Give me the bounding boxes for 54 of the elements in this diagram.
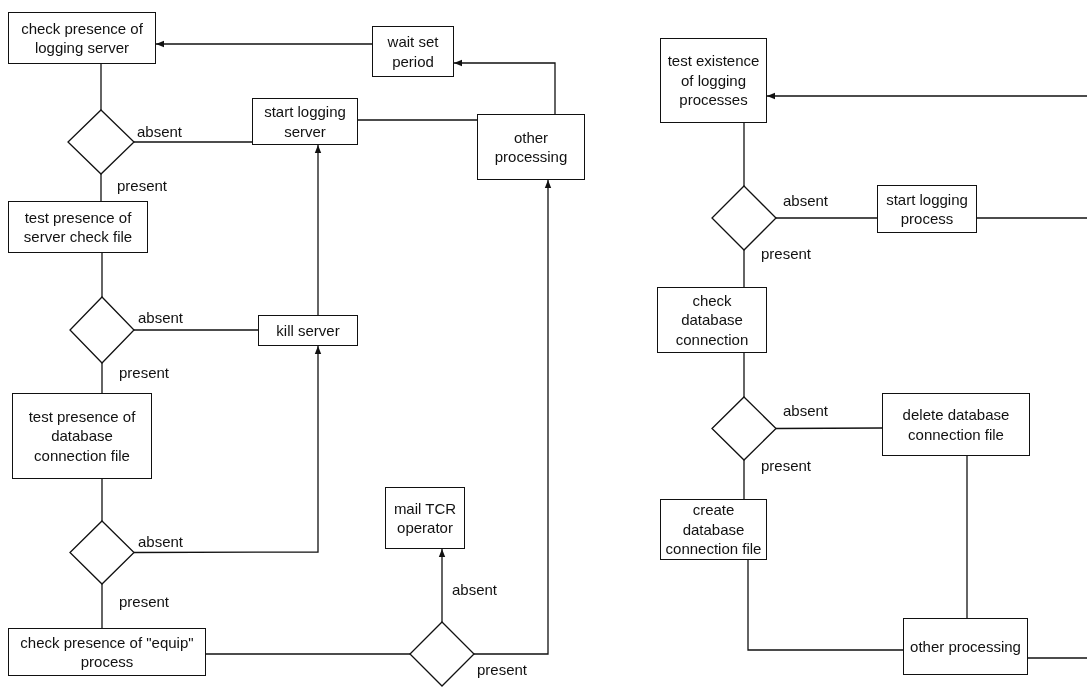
connector-line: [101, 252, 103, 298]
connector-line: [1027, 657, 1087, 659]
edge-label: present: [476, 662, 529, 679]
decision-diamond: [712, 186, 776, 250]
process-box: start logging process: [877, 185, 977, 233]
connector-line: [133, 329, 259, 331]
arrow: [473, 179, 552, 655]
connector-line: [743, 249, 745, 288]
process-box: kill server: [258, 315, 358, 346]
connector-line: [747, 559, 904, 651]
connector-line: [743, 122, 745, 187]
connector-line: [205, 653, 411, 655]
arrow: [453, 59, 556, 115]
arrow: [766, 92, 1087, 100]
connector-line: [100, 63, 102, 111]
connector-line: [775, 427, 883, 430]
edge-label: present: [760, 458, 813, 475]
process-box: wait set period: [372, 26, 454, 77]
process-box: test existence of logging processes: [660, 38, 767, 123]
connector-line: [775, 217, 878, 219]
connector-line: [101, 583, 103, 629]
edge-label: present: [116, 178, 169, 195]
edge-label: present: [118, 594, 171, 611]
connector-line: [966, 455, 968, 619]
process-box: mail TCR operator: [385, 487, 465, 549]
process-box: check database connection: [657, 287, 767, 353]
connector-line: [357, 119, 478, 121]
process-box: other processing: [477, 114, 585, 180]
decision-diamond: [70, 297, 134, 363]
process-box: other processing: [903, 618, 1028, 675]
arrow: [438, 548, 446, 623]
connector-line: [976, 217, 1087, 219]
edge-label: present: [760, 246, 813, 263]
arrow: [155, 40, 373, 48]
connector-line: [743, 352, 745, 398]
decision-diamond: [410, 622, 474, 686]
decision-diamond: [68, 110, 134, 174]
process-box: test presence of server check file: [8, 201, 148, 253]
arrow: [314, 144, 322, 316]
process-box: create database connection file: [660, 499, 767, 560]
connector-line: [100, 173, 102, 202]
connector-line: [133, 141, 253, 143]
process-box: delete database connection file: [882, 393, 1030, 456]
decision-diamond: [712, 397, 776, 460]
process-box: check presence of "equip" process: [8, 628, 206, 676]
connector-line: [743, 459, 745, 500]
edge-label: present: [118, 365, 171, 382]
process-box: test presence of database connection file: [12, 393, 152, 479]
arrow: [133, 345, 322, 554]
connector-line: [101, 478, 103, 522]
process-box: start logging server: [252, 98, 358, 145]
decision-diamond: [70, 521, 134, 584]
connector-line: [101, 362, 103, 394]
process-box: check presence of logging server: [8, 12, 156, 64]
